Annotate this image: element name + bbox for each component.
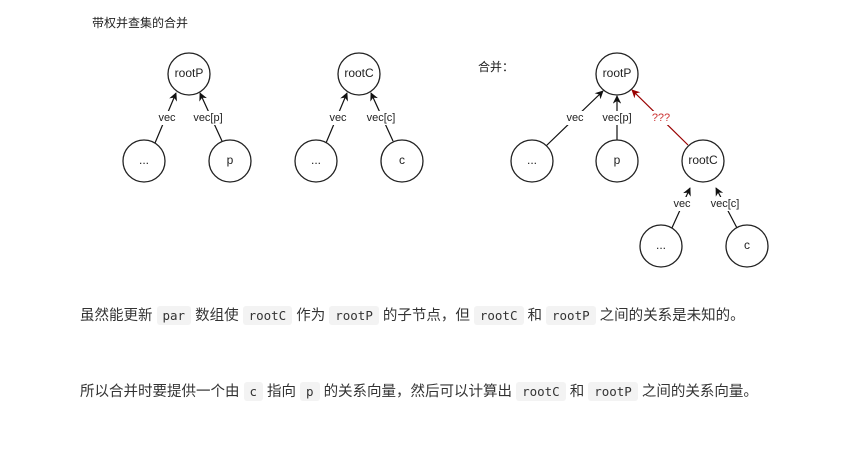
- inline-code: rootP: [546, 306, 596, 325]
- text: 之间的关系向量。: [641, 384, 758, 400]
- edge-label-vec: vec: [329, 112, 347, 124]
- node-p: p: [614, 153, 621, 167]
- node-c: c: [399, 153, 405, 167]
- diagram-title: 带权并查集的合并: [92, 15, 188, 30]
- text: 作为: [296, 308, 326, 324]
- tree-rootC: vec vec[c] rootC ... c: [294, 52, 424, 183]
- node-others: ...: [311, 153, 321, 167]
- inline-code: p: [300, 382, 320, 401]
- text: 和: [569, 384, 585, 400]
- node-others: ...: [139, 153, 149, 167]
- edge-label-vec-p: vec[p]: [602, 112, 631, 124]
- edge-label-unknown: ???: [652, 112, 670, 124]
- inline-code: c: [243, 382, 264, 401]
- node-rootP: rootP: [603, 66, 632, 80]
- tree-merged: vec vec[p] ??? vec vec[c] rootP ... p ro…: [510, 52, 769, 268]
- inline-code: par: [156, 306, 192, 325]
- text: 所以合并时要提供一个由: [80, 384, 240, 400]
- node-c: c: [744, 238, 750, 252]
- node-rootC: rootC: [688, 153, 718, 167]
- inline-code: rootC: [516, 382, 566, 401]
- edge-label-vec: vec: [566, 112, 584, 124]
- node-p: p: [227, 153, 234, 167]
- text: 虽然能更新: [80, 308, 153, 324]
- edge-label-vec: vec: [673, 198, 691, 210]
- union-find-diagram: 带权并查集的合并 合并： vec vec[p] rootP ... p vec …: [92, 15, 769, 268]
- edge-label-vec-c: vec[c]: [367, 112, 396, 124]
- tree-rootP: vec vec[p] rootP ... p: [122, 52, 252, 183]
- node-others: ...: [656, 238, 666, 252]
- edge-label-vec: vec: [158, 112, 176, 124]
- text: 之间的关系是未知的。: [599, 308, 745, 324]
- edge-label-vec-p: vec[p]: [193, 112, 222, 124]
- text: 的子节点，但: [382, 308, 470, 324]
- inline-code: rootP: [329, 306, 379, 325]
- inline-code: rootP: [588, 382, 638, 401]
- text: 指向: [267, 384, 297, 400]
- node-rootC: rootC: [344, 66, 374, 80]
- text: 的关系向量，然后可以计算出: [323, 384, 513, 400]
- inline-code: rootC: [473, 306, 524, 325]
- merge-label: 合并：: [478, 59, 514, 74]
- node-others: ...: [527, 153, 537, 167]
- text: 和: [527, 308, 543, 324]
- text: 数组使: [195, 308, 239, 324]
- edge-label-vec-c: vec[c]: [711, 198, 740, 210]
- inline-code: rootC: [242, 306, 293, 325]
- node-rootP: rootP: [175, 66, 204, 80]
